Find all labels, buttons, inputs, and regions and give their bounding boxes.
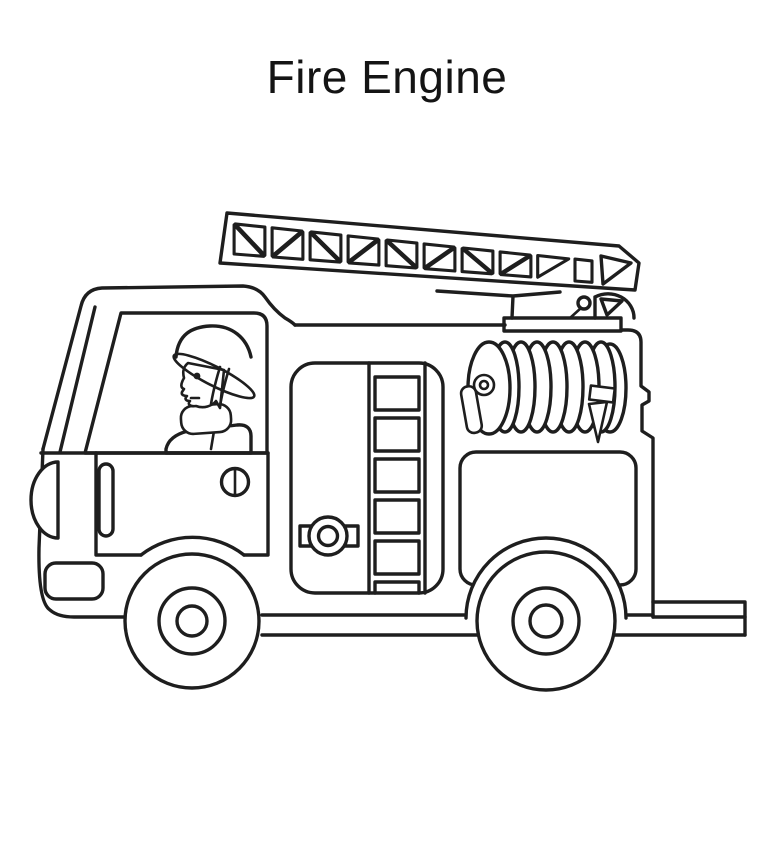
- front-grab-rail: [97, 462, 115, 538]
- valve-outer: [307, 515, 349, 557]
- front-rim: [157, 586, 227, 656]
- front-tire: [123, 552, 261, 690]
- turntable-wheel: [593, 292, 636, 320]
- ladder-mount: [435, 289, 636, 333]
- firefighter-eye: [193, 372, 201, 380]
- wall-ladder-gap: [373, 457, 421, 494]
- rear-rim: [511, 586, 581, 656]
- hydrant-valve: [298, 515, 360, 557]
- cab-outline: [41, 284, 297, 451]
- cab-front-edge: [37, 447, 126, 619]
- turntable-arm: [568, 306, 583, 320]
- front-details: [29, 460, 115, 601]
- hose-nozzle-spout: [587, 400, 609, 444]
- cab: [37, 284, 297, 619]
- reel-hub-pin: [478, 379, 490, 391]
- hose-reel: [459, 340, 628, 444]
- equipment-panel: [289, 361, 445, 595]
- wall-ladder-gap: [373, 375, 421, 412]
- firefighter: [164, 324, 256, 455]
- mount-base-plate: [502, 316, 623, 333]
- page-title: Fire Engine: [266, 51, 508, 103]
- helmet-dome: [174, 324, 253, 359]
- helmet-strap: [209, 365, 231, 408]
- wall-ladder-gap: [373, 498, 421, 535]
- rear-bumper-outline: [651, 600, 747, 637]
- aerial-ladder: [218, 211, 641, 292]
- wall-ladder-rails: [367, 361, 427, 595]
- hose-nozzle-bracket: [587, 384, 617, 404]
- firefighter-arm-line: [209, 429, 216, 451]
- mount-box: [435, 289, 562, 320]
- mid-body: [289, 323, 507, 595]
- front-wheel-arch: [139, 535, 246, 557]
- firefighter-face: [180, 361, 226, 410]
- rear-wheel: [475, 550, 617, 692]
- rear-hub: [528, 603, 564, 639]
- ladder-tip-cell: [599, 254, 633, 286]
- turntable-wedge: [599, 297, 624, 317]
- helmet-brim: [172, 352, 256, 400]
- rear-bumper: [651, 600, 747, 637]
- side-window: [83, 311, 269, 455]
- ladder-trusses: [232, 222, 594, 284]
- front-bumper-step: [43, 561, 105, 601]
- headlight: [29, 460, 60, 540]
- front-wheel: [123, 552, 261, 690]
- wheels: [123, 535, 628, 692]
- wall-ladder-gap: [373, 416, 421, 453]
- reel-axle-tube: [459, 384, 484, 435]
- front-hub: [175, 604, 209, 638]
- windshield-pillar-line: [58, 305, 97, 454]
- wall-ladder: [367, 361, 427, 595]
- ladder-outline: [218, 211, 641, 292]
- rear-body-outline: [619, 328, 655, 619]
- reel-hub: [472, 373, 496, 397]
- wall-ladder-gap: [373, 539, 421, 576]
- rear-tire: [475, 550, 617, 692]
- wall-ladder-gap-partial: [373, 580, 421, 595]
- turntable-pivot: [576, 295, 592, 311]
- door-edges: [94, 451, 270, 557]
- valve-inner: [316, 524, 340, 548]
